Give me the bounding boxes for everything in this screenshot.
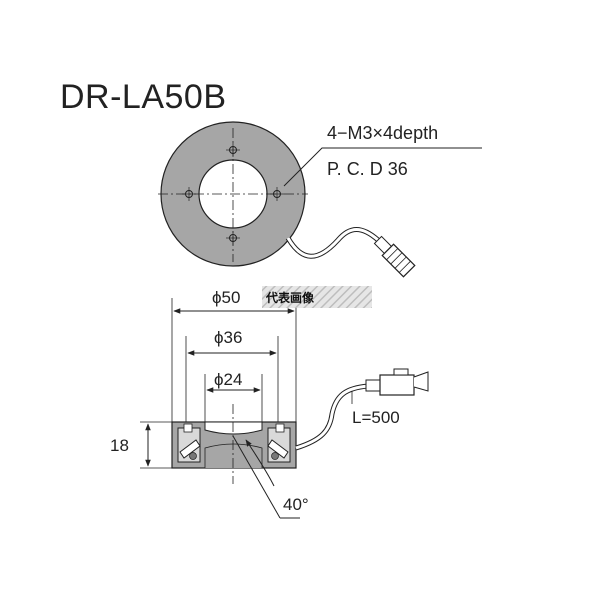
mounting-hole: [182, 187, 196, 201]
height-label: 18: [110, 436, 129, 455]
connector-side: [365, 368, 429, 396]
mounting-hole: [226, 231, 240, 245]
pcd-callout: P. C. D 36: [327, 159, 408, 179]
holes-callout: 4−M3×4depth: [327, 123, 438, 143]
mounting-hole: [270, 187, 284, 201]
cable-length-label: L=500: [352, 408, 400, 427]
angle-label: 40°: [283, 495, 309, 514]
led-block-right: [267, 423, 291, 463]
sample-image-tag-background: [262, 286, 372, 308]
inner-diameter-label: ϕ24: [214, 370, 242, 389]
mounting-hole: [226, 143, 240, 157]
sample-image-tag: 代表画像: [265, 290, 315, 305]
outer-diameter-label: ϕ50: [212, 288, 240, 307]
top-view: [158, 121, 482, 278]
product-title: DR-LA50B: [60, 78, 227, 116]
led-block-left: [177, 423, 201, 463]
callout-leader: [283, 147, 482, 187]
connector-top: [373, 235, 416, 278]
angle-leader: [232, 435, 281, 519]
side-view: [140, 298, 429, 519]
pcd-diameter-label: ϕ36: [214, 328, 242, 347]
